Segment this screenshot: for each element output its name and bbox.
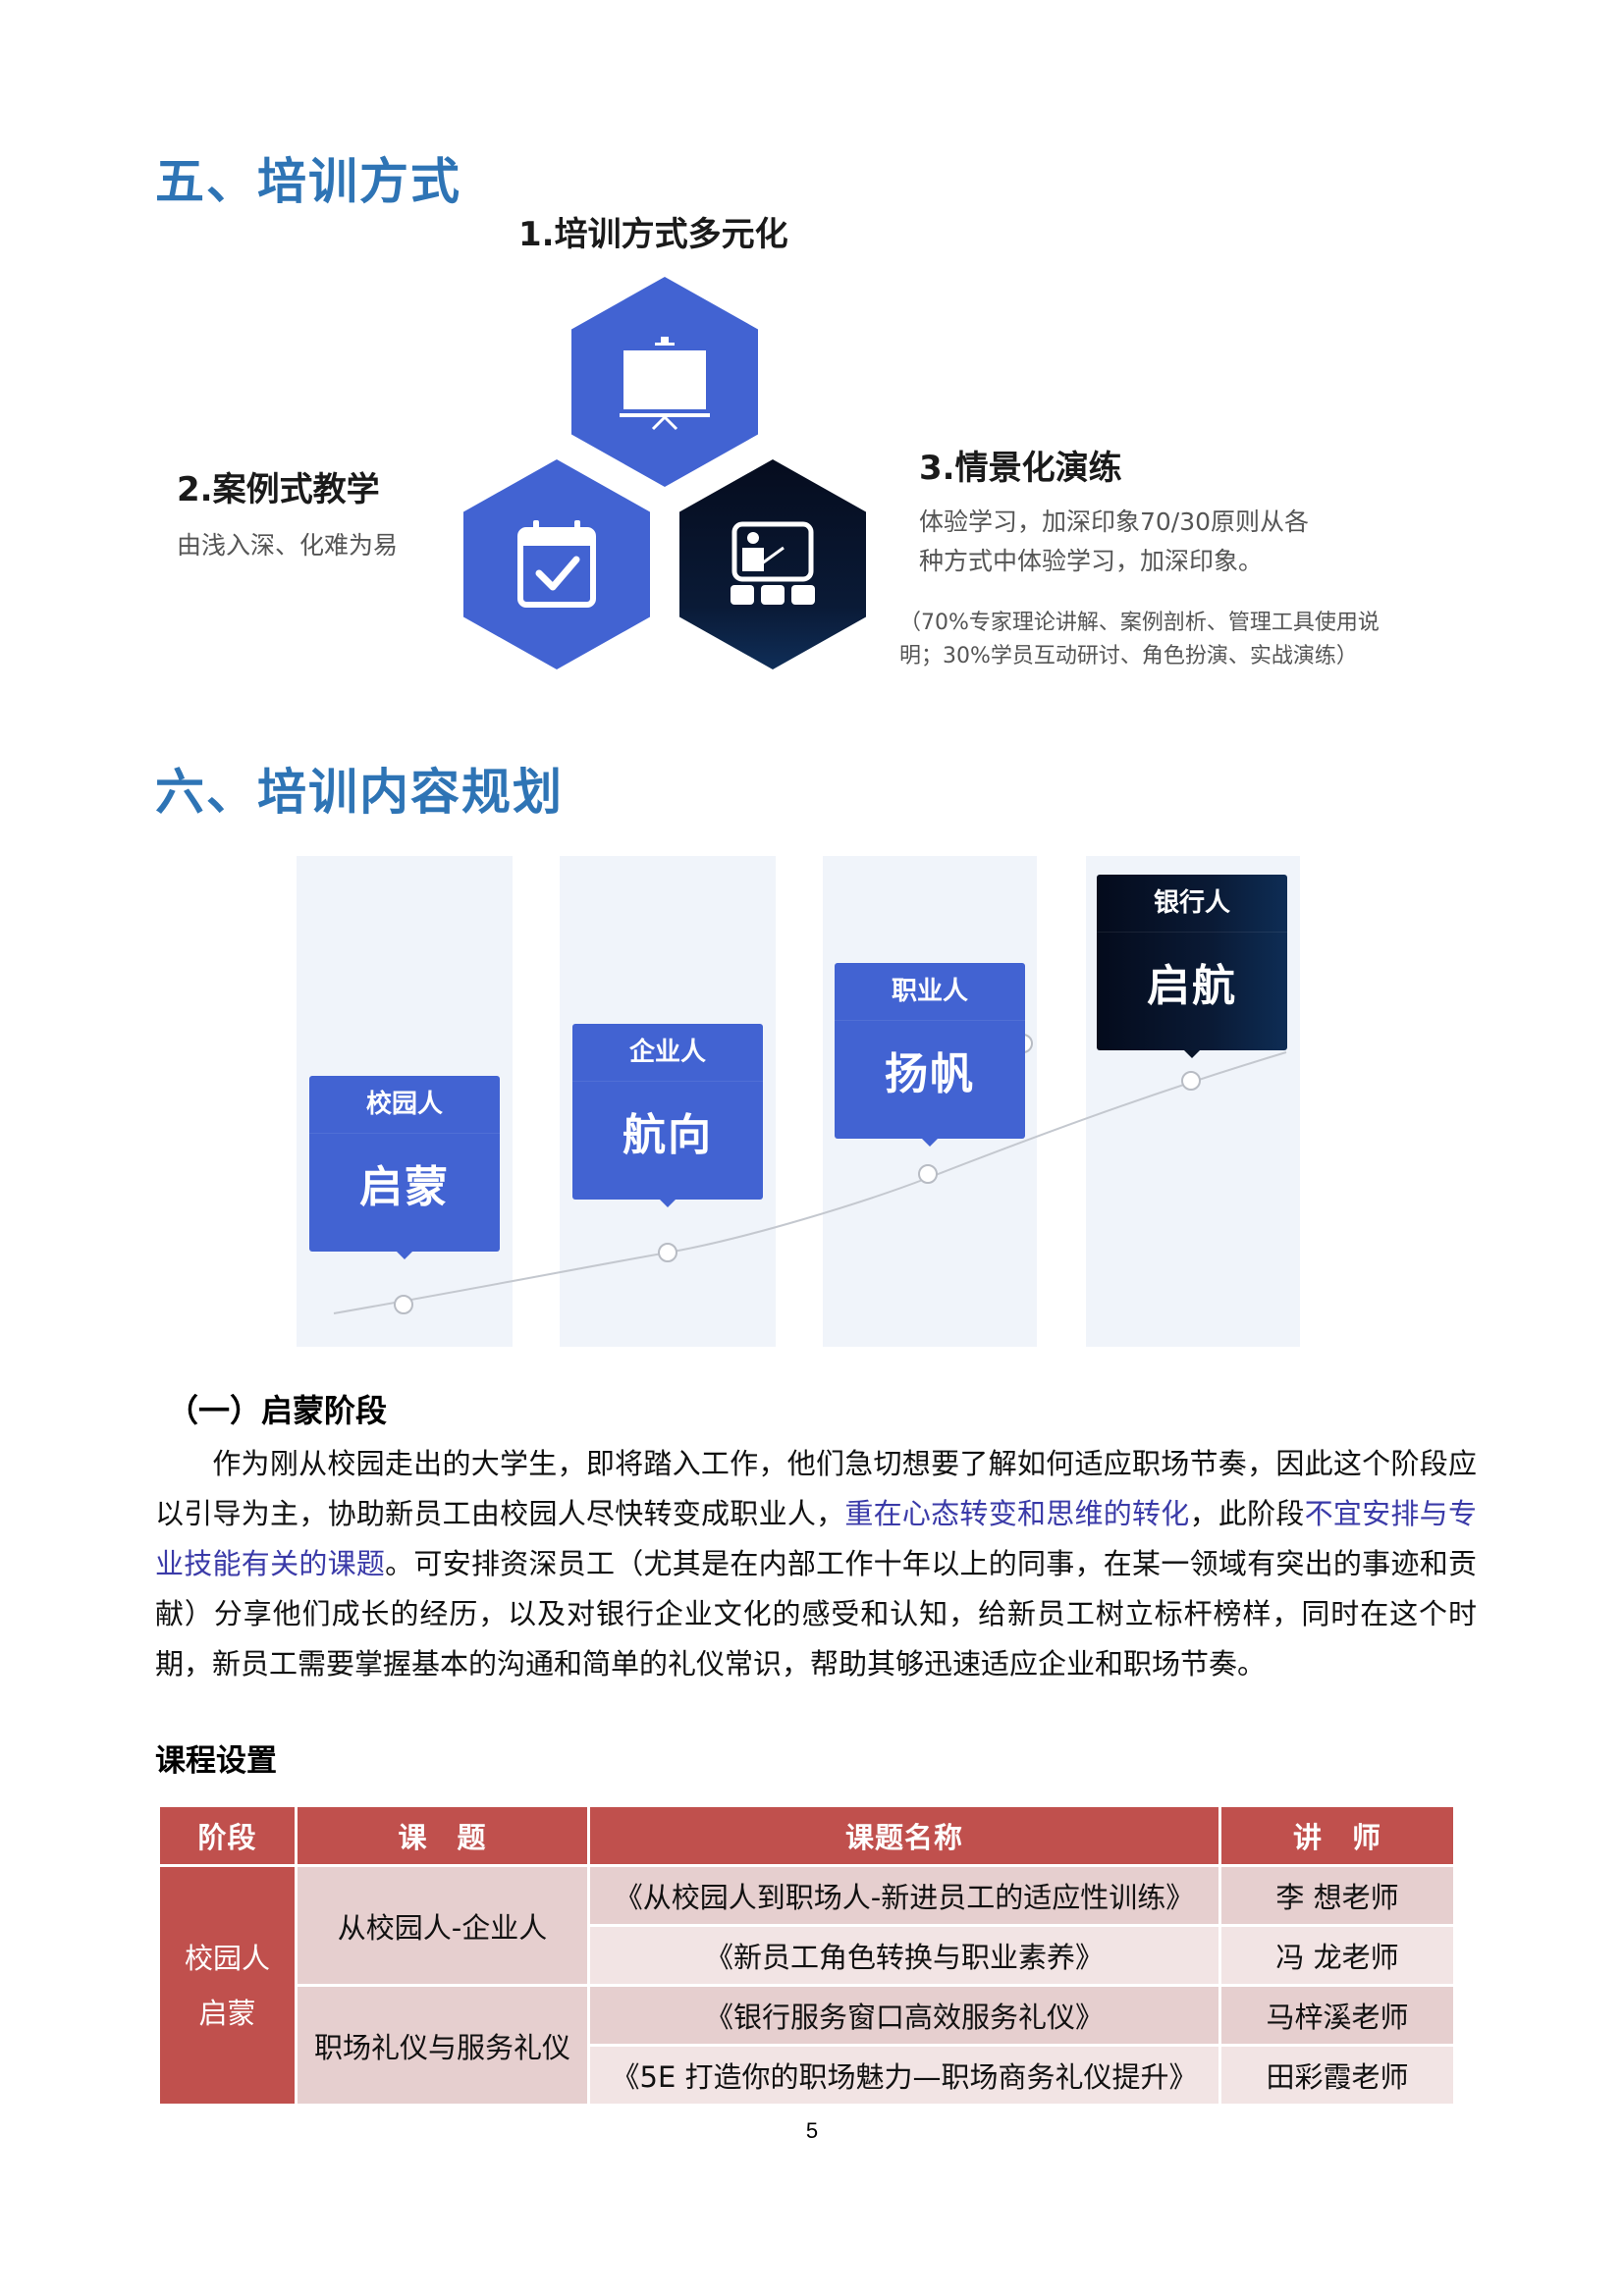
hex-method-2 bbox=[463, 459, 650, 669]
course-name-cell: 《银行服务窗口高效服务礼仪》 bbox=[587, 1984, 1221, 2047]
teacher-cell: 马梓溪老师 bbox=[1218, 1984, 1456, 2047]
method-3-note: （70%专家理论讲解、案例剖析、管理工具使用说 明；30%学员互动研讨、角色扮演… bbox=[899, 611, 1380, 669]
stage-card-enterprise: 企业人 航向 bbox=[572, 1024, 763, 1207]
stage1-heading: （一）启蒙阶段 bbox=[167, 1392, 388, 1429]
teacher-cell: 李 想老师 bbox=[1218, 1864, 1456, 1927]
course-name-cell: 《5E 打造你的职场魅力—职场商务礼仪提升》 bbox=[587, 2044, 1221, 2107]
header-stage: 阶段 bbox=[157, 1804, 298, 1867]
teacher-classroom-icon bbox=[731, 521, 815, 605]
page-number: 5 bbox=[805, 2118, 819, 2143]
stage1-paragraph: 作为刚从校园走出的大学生，即将踏入工作，他们急切想要了解如何适应职场节奏，因此这… bbox=[155, 1447, 1477, 1681]
method-3-desc: 体验学习，加深印象70/30原则从各 种方式中体验学习，加深印象。 bbox=[919, 507, 1310, 575]
hex-method-1 bbox=[571, 277, 758, 487]
calendar-check-icon bbox=[517, 520, 596, 608]
progress-node bbox=[394, 1295, 413, 1314]
teacher-cell: 冯 龙老师 bbox=[1218, 1924, 1456, 1987]
presentation-board-icon bbox=[620, 337, 710, 431]
stage-card-campus: 校园人 启蒙 bbox=[309, 1076, 500, 1259]
highlight-mindset: 重在心态转变和思维的转化 bbox=[844, 1497, 1190, 1530]
progress-curve bbox=[333, 1034, 1287, 1314]
method-2-desc: 由浅入深、化难为易 bbox=[177, 531, 399, 560]
header-teacher: 讲 师 bbox=[1218, 1804, 1456, 1867]
course-name-cell: 《从校园人到职场人-新进员工的适应性训练》 bbox=[587, 1864, 1221, 1927]
topic-cell: 从校园人-企业人 bbox=[295, 1864, 590, 1987]
progress-node bbox=[658, 1243, 677, 1262]
table-row: 《5E 打造你的职场魅力—职场商务礼仪提升》 田彩霞老师 bbox=[159, 2044, 1456, 2107]
table-row: 职场礼仪与服务礼仪 《银行服务窗口高效服务礼仪》 马梓溪老师 bbox=[159, 1984, 1456, 2107]
teacher-cell: 田彩霞老师 bbox=[1218, 2044, 1456, 2107]
header-course-name: 课题名称 bbox=[587, 1804, 1221, 1867]
method-1-heading: 1.培训方式多元化 bbox=[518, 215, 788, 254]
method-3-heading: 3.情景化演练 bbox=[919, 449, 1122, 488]
course-table-caption: 课程设置 bbox=[155, 1743, 277, 1779]
table-header-row: 阶段 课 题 课题名称 讲 师 bbox=[157, 1804, 1456, 1867]
course-name-cell: 《新员工角色转换与职业素养》 bbox=[587, 1924, 1221, 1987]
progress-node bbox=[918, 1164, 938, 1184]
method-2-heading: 2.案例式教学 bbox=[177, 470, 380, 509]
course-table: 阶段 课 题 课题名称 讲 师 校园人 启蒙 从校园人-企业人 《从校园人到职场… bbox=[157, 1804, 1456, 2107]
stage-cell: 校园人 启蒙 bbox=[157, 1864, 298, 2107]
hex-method-3 bbox=[679, 459, 866, 669]
table-row: 《新员工角色转换与职业素养》 冯 龙老师 bbox=[159, 1924, 1456, 1987]
section-title-training-methods: 五、培训方式 bbox=[155, 153, 461, 210]
stage-card-professional: 职业人 扬帆 bbox=[835, 963, 1025, 1147]
table-row: 校园人 启蒙 从校园人-企业人 《从校园人到职场人-新进员工的适应性训练》 李 … bbox=[157, 1864, 1456, 2107]
stage-card-banker: 银行人 启航 bbox=[1097, 875, 1287, 1058]
highlight-no-skill-topics: 不宜安排与专业技能有关的课题 bbox=[155, 1497, 1477, 1580]
header-topic: 课 题 bbox=[295, 1804, 590, 1867]
section-title-content-plan: 六、培训内容规划 bbox=[155, 764, 564, 821]
progress-node bbox=[1181, 1071, 1201, 1091]
topic-cell: 职场礼仪与服务礼仪 bbox=[295, 1984, 590, 2107]
